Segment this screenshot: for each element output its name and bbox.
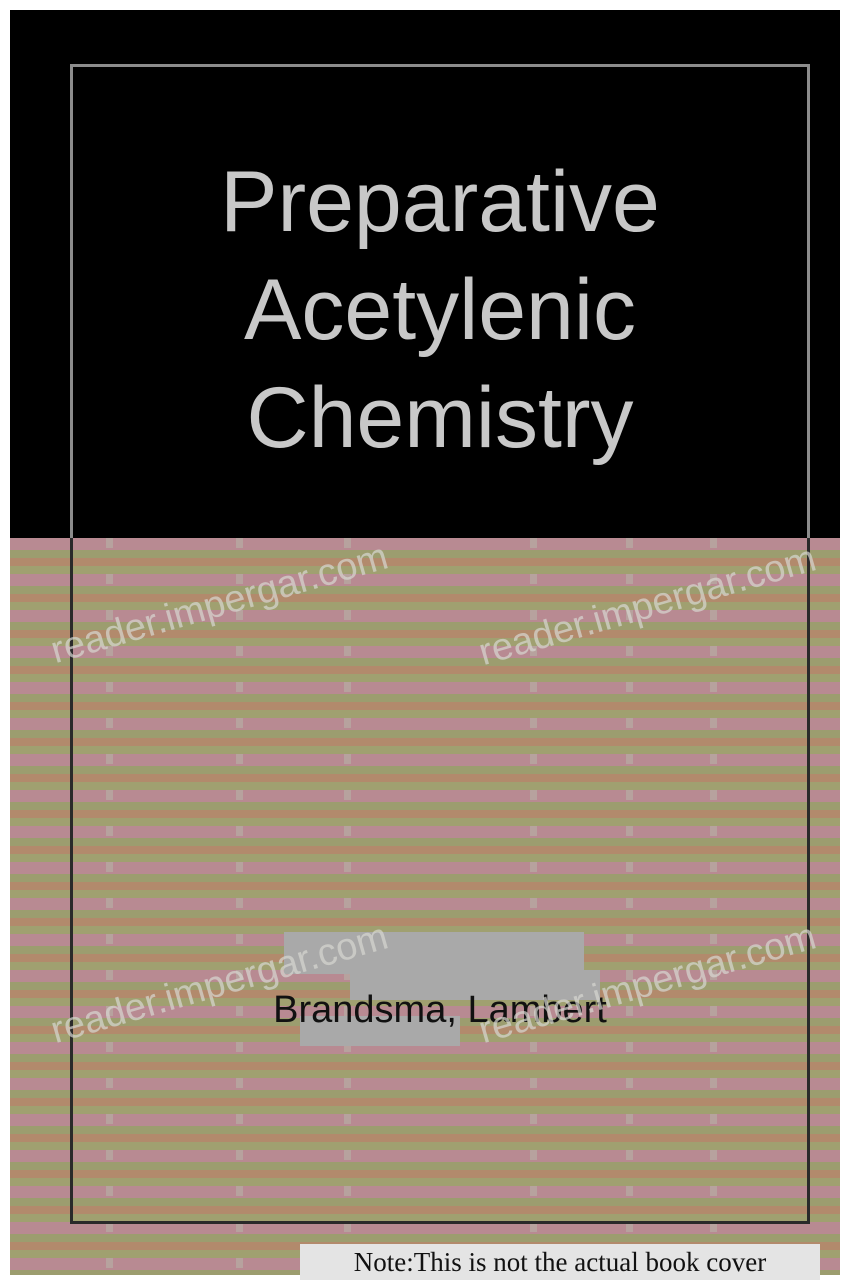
book-cover: Preparative Acetylenic Chemistry Brandsm… xyxy=(10,10,840,1275)
book-title: Preparative Acetylenic Chemistry xyxy=(70,148,810,472)
stripe-column xyxy=(106,538,113,1275)
title-line: Preparative xyxy=(220,154,660,250)
stripe-column xyxy=(530,538,537,1275)
title-line: Chemistry xyxy=(246,370,634,466)
stripe-column xyxy=(236,538,243,1275)
stripe-column xyxy=(344,538,351,1275)
cover-top-panel xyxy=(10,10,840,538)
cover-frame-lower xyxy=(70,538,810,1224)
title-line: Acetylenic xyxy=(244,262,636,358)
stripe-column xyxy=(710,538,717,1275)
disclaimer-note: Note:This is not the actual book cover xyxy=(300,1244,820,1280)
stripe-column xyxy=(626,538,633,1275)
author-label-background xyxy=(284,932,584,974)
author-label-background xyxy=(350,970,600,1000)
cover-striped-panel xyxy=(10,538,840,1275)
book-author: Brandsma, Lambert xyxy=(273,989,607,1031)
author-label-background xyxy=(300,1016,460,1046)
